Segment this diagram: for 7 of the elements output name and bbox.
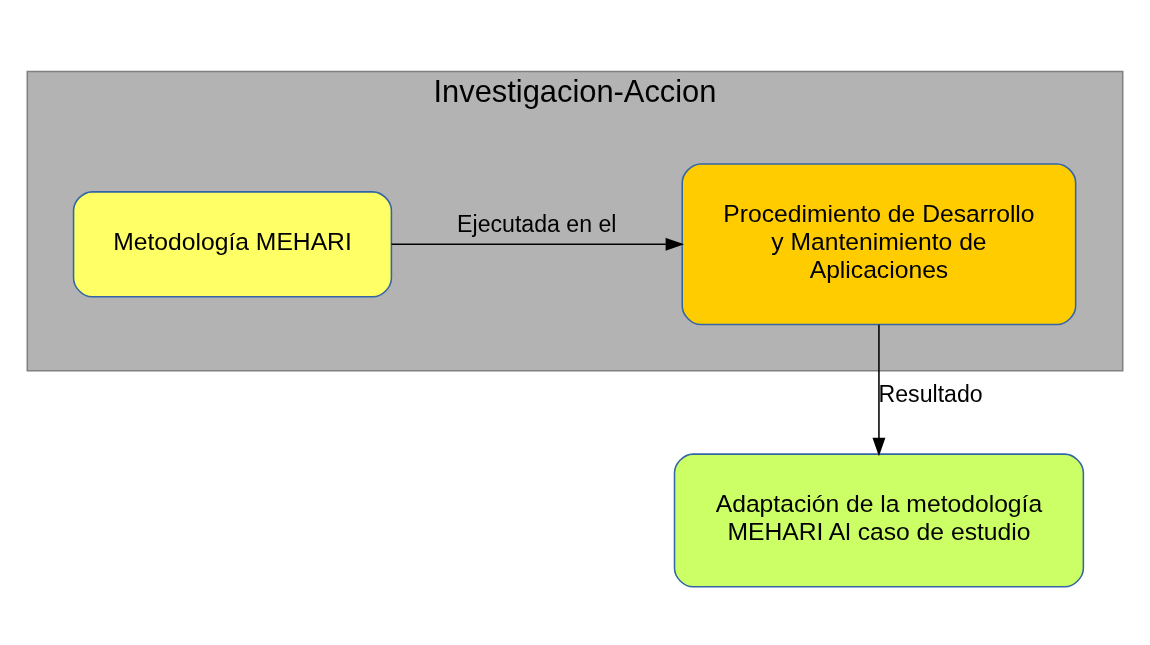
arrow (390, 237, 685, 251)
edge-label: Resultado (878, 380, 983, 407)
node-box: Procedimiento de Desarrollo y Mantenimiento de Aplicaciones (681, 162, 1077, 325)
node-box: Metodología MEHARI (72, 190, 393, 298)
edge-label: Ejecutada en el (457, 210, 617, 237)
node-box: Adaptación de la metodología MEHARI Al caso de estudio (673, 452, 1085, 588)
arrow (872, 323, 886, 456)
